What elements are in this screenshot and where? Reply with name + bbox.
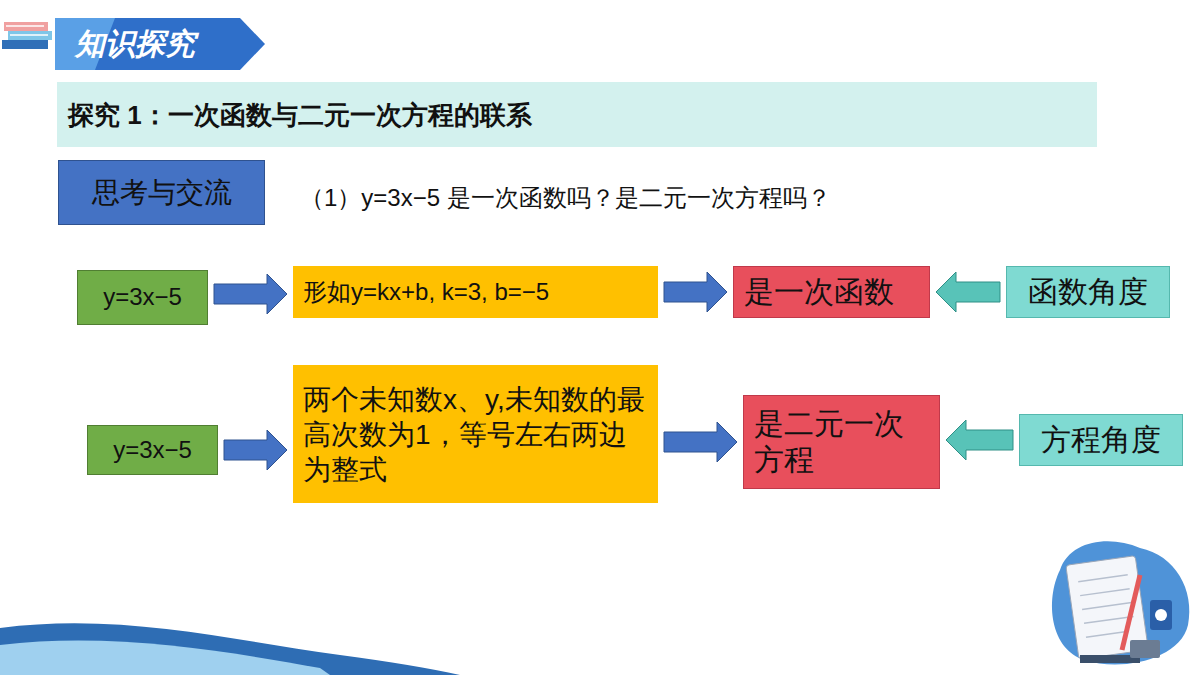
conclusion-box: 是一次函数 (733, 266, 930, 318)
bottom-wave-light (0, 641, 330, 675)
node-text: 思考与交流 (92, 176, 232, 210)
book-icon (2, 22, 52, 49)
viewpoint-box: 方程角度 (1019, 414, 1183, 466)
block-arrow (664, 422, 737, 462)
node-text: 形如y=kx+b, k=3, b=−5 (303, 278, 549, 307)
node-text: 方程角度 (1041, 422, 1161, 458)
expression-box: y=3x−5 (87, 425, 218, 475)
block-arrow (664, 272, 727, 312)
reason-box: 形如y=kx+b, k=3, b=−5 (293, 266, 658, 318)
node-text: 两个未知数x、y,未知数的最高次数为1，等号左右两边为整式 (303, 382, 648, 487)
viewpoint-box: 函数角度 (1006, 266, 1170, 318)
node-text: 函数角度 (1028, 274, 1148, 310)
expression-box: y=3x−5 (77, 270, 208, 325)
section-banner: 知识探究 (55, 18, 265, 70)
notebook-illustration (1052, 541, 1189, 664)
block-arrow (214, 274, 287, 314)
title-band (57, 82, 1097, 147)
bottom-wave (0, 623, 460, 675)
block-arrow (224, 430, 287, 470)
conclusion-box: 是二元一次方程 (743, 395, 940, 489)
question-text: （1）y=3x−5 是一次函数吗？是二元一次方程吗？ (300, 182, 831, 214)
node-text: 是二元一次方程 (754, 406, 929, 478)
node-text: 是一次函数 (744, 274, 894, 310)
reason-box: 两个未知数x、y,未知数的最高次数为1，等号左右两边为整式 (293, 365, 658, 503)
node-text: y=3x−5 (103, 283, 182, 312)
node-text: 知识探究 (75, 26, 195, 62)
title: 探究 1：一次函数与二元一次方程的联系 (68, 98, 532, 133)
node-text: y=3x−5 (113, 436, 192, 465)
block-arrow (936, 272, 1000, 312)
topic-box: 思考与交流 (58, 160, 265, 225)
block-arrow (946, 420, 1013, 460)
banner-body (55, 18, 265, 70)
